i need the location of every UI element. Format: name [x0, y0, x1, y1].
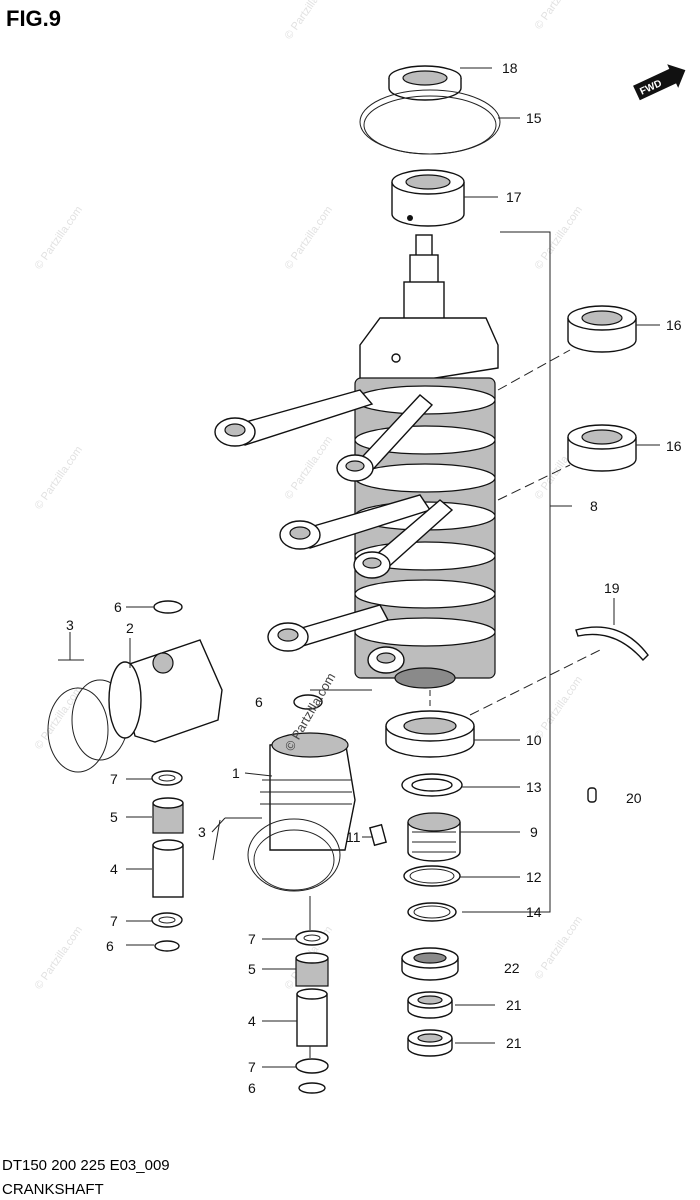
callout-12: 12 — [526, 869, 542, 885]
part-7-washer — [295, 930, 329, 946]
callout-16: 16 — [666, 438, 682, 454]
callout-2: 2 — [126, 620, 134, 636]
watermark: © Partzilla.com — [283, 204, 335, 272]
callout-6: 6 — [106, 938, 114, 954]
callout-1: 1 — [232, 765, 240, 781]
part-7-washer — [295, 1058, 329, 1074]
callout-21: 21 — [506, 997, 522, 1013]
part-7-washer — [151, 912, 183, 928]
part-12-ring — [403, 865, 461, 887]
callout-9: 9 — [530, 824, 538, 840]
part-4-piston-pin — [296, 988, 328, 1047]
part-16-bearing-upper — [567, 305, 637, 353]
watermark: © Partzilla.com — [283, 0, 335, 42]
part-6-clip — [154, 940, 180, 952]
part-19-circlip — [575, 626, 649, 662]
part-15-ring — [359, 89, 501, 155]
part-5-needle-bearing — [295, 952, 329, 987]
callout-17: 17 — [506, 189, 522, 205]
figure-title: FIG.9 — [6, 6, 61, 31]
fwd-arrow-icon: FWD — [633, 64, 686, 101]
part-13-washer — [401, 773, 463, 797]
callout-3: 3 — [198, 824, 206, 840]
part-1-piston — [260, 732, 356, 851]
figure-name: CRANKSHAFT — [2, 1181, 104, 1198]
watermark: © Partzilla.com — [533, 914, 585, 982]
callout-6: 6 — [248, 1080, 256, 1096]
callout-7: 7 — [248, 1059, 256, 1075]
leader-lines — [58, 67, 660, 1068]
part-6-clip — [298, 1082, 326, 1094]
watermark: © Partzilla.com — [33, 924, 85, 992]
callout-15: 15 — [526, 110, 542, 126]
part-2-piston — [108, 639, 223, 743]
watermark: © Partzilla.com — [533, 0, 585, 32]
callout-6: 6 — [255, 694, 263, 710]
callout-21: 21 — [506, 1035, 522, 1051]
part-11-key — [369, 823, 387, 847]
callout-14: 14 — [526, 904, 542, 920]
callout-7: 7 — [110, 771, 118, 787]
part-6-clip — [293, 694, 323, 710]
callout-5: 5 — [110, 809, 118, 825]
callout-7: 7 — [110, 913, 118, 929]
callout-19: 19 — [604, 580, 620, 596]
callout-20: 20 — [626, 790, 642, 806]
callout-10: 10 — [526, 732, 542, 748]
watermark: © Partzilla.com — [33, 684, 85, 752]
part-21-oil-seal-lower — [407, 1029, 453, 1057]
callout-4: 4 — [110, 861, 118, 877]
part-18-oil-seal — [388, 65, 462, 101]
part-8-crankshaft-assembly — [214, 234, 499, 689]
part-3-piston-rings-center — [247, 818, 341, 892]
part-17-bearing — [391, 169, 465, 227]
group-bracket-8 — [462, 231, 551, 913]
part-21-oil-seal-upper — [407, 991, 453, 1019]
part-6-clip — [153, 600, 183, 614]
figure-code: DT150 200 225 E03_009 — [2, 1157, 170, 1174]
part-14-circlip — [407, 902, 457, 922]
callout-22: 22 — [504, 960, 520, 976]
callout-11: 11 — [346, 829, 361, 845]
part-7-washer — [151, 770, 183, 786]
part-5-needle-bearing — [152, 797, 184, 834]
callout-3: 3 — [66, 617, 74, 633]
part-4-piston-pin — [152, 839, 184, 898]
callout-5: 5 — [248, 961, 256, 977]
part-10-ball-bearing — [385, 710, 475, 758]
part-9-gear — [407, 812, 461, 862]
callout-labels: 18 15 17 16 16 8 19 10 13 9 12 14 20 22 … — [66, 60, 682, 1096]
callout-13: 13 — [526, 779, 542, 795]
watermark: © Partzilla.com — [33, 204, 85, 272]
callout-4: 4 — [248, 1013, 256, 1029]
watermark: © Partzilla.com — [33, 444, 85, 512]
watermark: © Partzilla.com — [533, 204, 585, 272]
rod-big-ends — [214, 417, 405, 674]
part-20-pin — [587, 787, 597, 803]
watermark: © Partzilla.com — [283, 434, 335, 502]
callout-8: 8 — [590, 498, 598, 514]
callout-16: 16 — [666, 317, 682, 333]
callout-7: 7 — [248, 931, 256, 947]
callout-18: 18 — [502, 60, 518, 76]
callout-6: 6 — [114, 599, 122, 615]
part-16-bearing-lower — [567, 424, 637, 472]
part-22-oil-seal — [401, 947, 459, 981]
